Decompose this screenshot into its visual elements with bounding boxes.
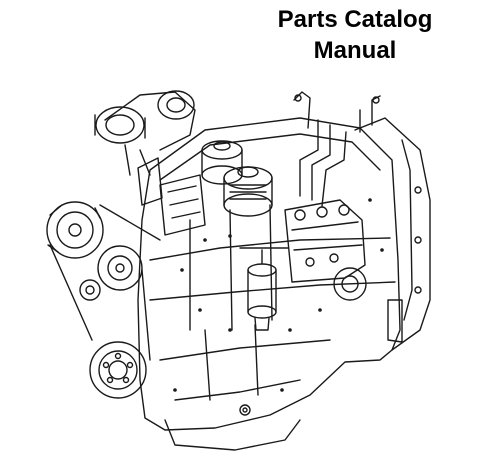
title-line-parts-catalog: Parts Catalog [277, 6, 433, 33]
crankshaft-pulley [90, 342, 146, 398]
injection-pump [285, 120, 365, 282]
alternator [47, 202, 103, 258]
valve-cover [138, 158, 205, 235]
fittings [173, 198, 384, 392]
turbocharger [95, 91, 195, 175]
title-line-manual: Manual [313, 37, 397, 64]
belt-pulley-assembly [50, 205, 160, 360]
engine-block [138, 118, 400, 430]
fuel-filter [240, 248, 288, 330]
oil-pan [165, 405, 300, 450]
document-title: Parts Catalog Manual [230, 4, 480, 66]
filter-assembly [202, 141, 272, 216]
flywheel-housing [294, 92, 430, 350]
